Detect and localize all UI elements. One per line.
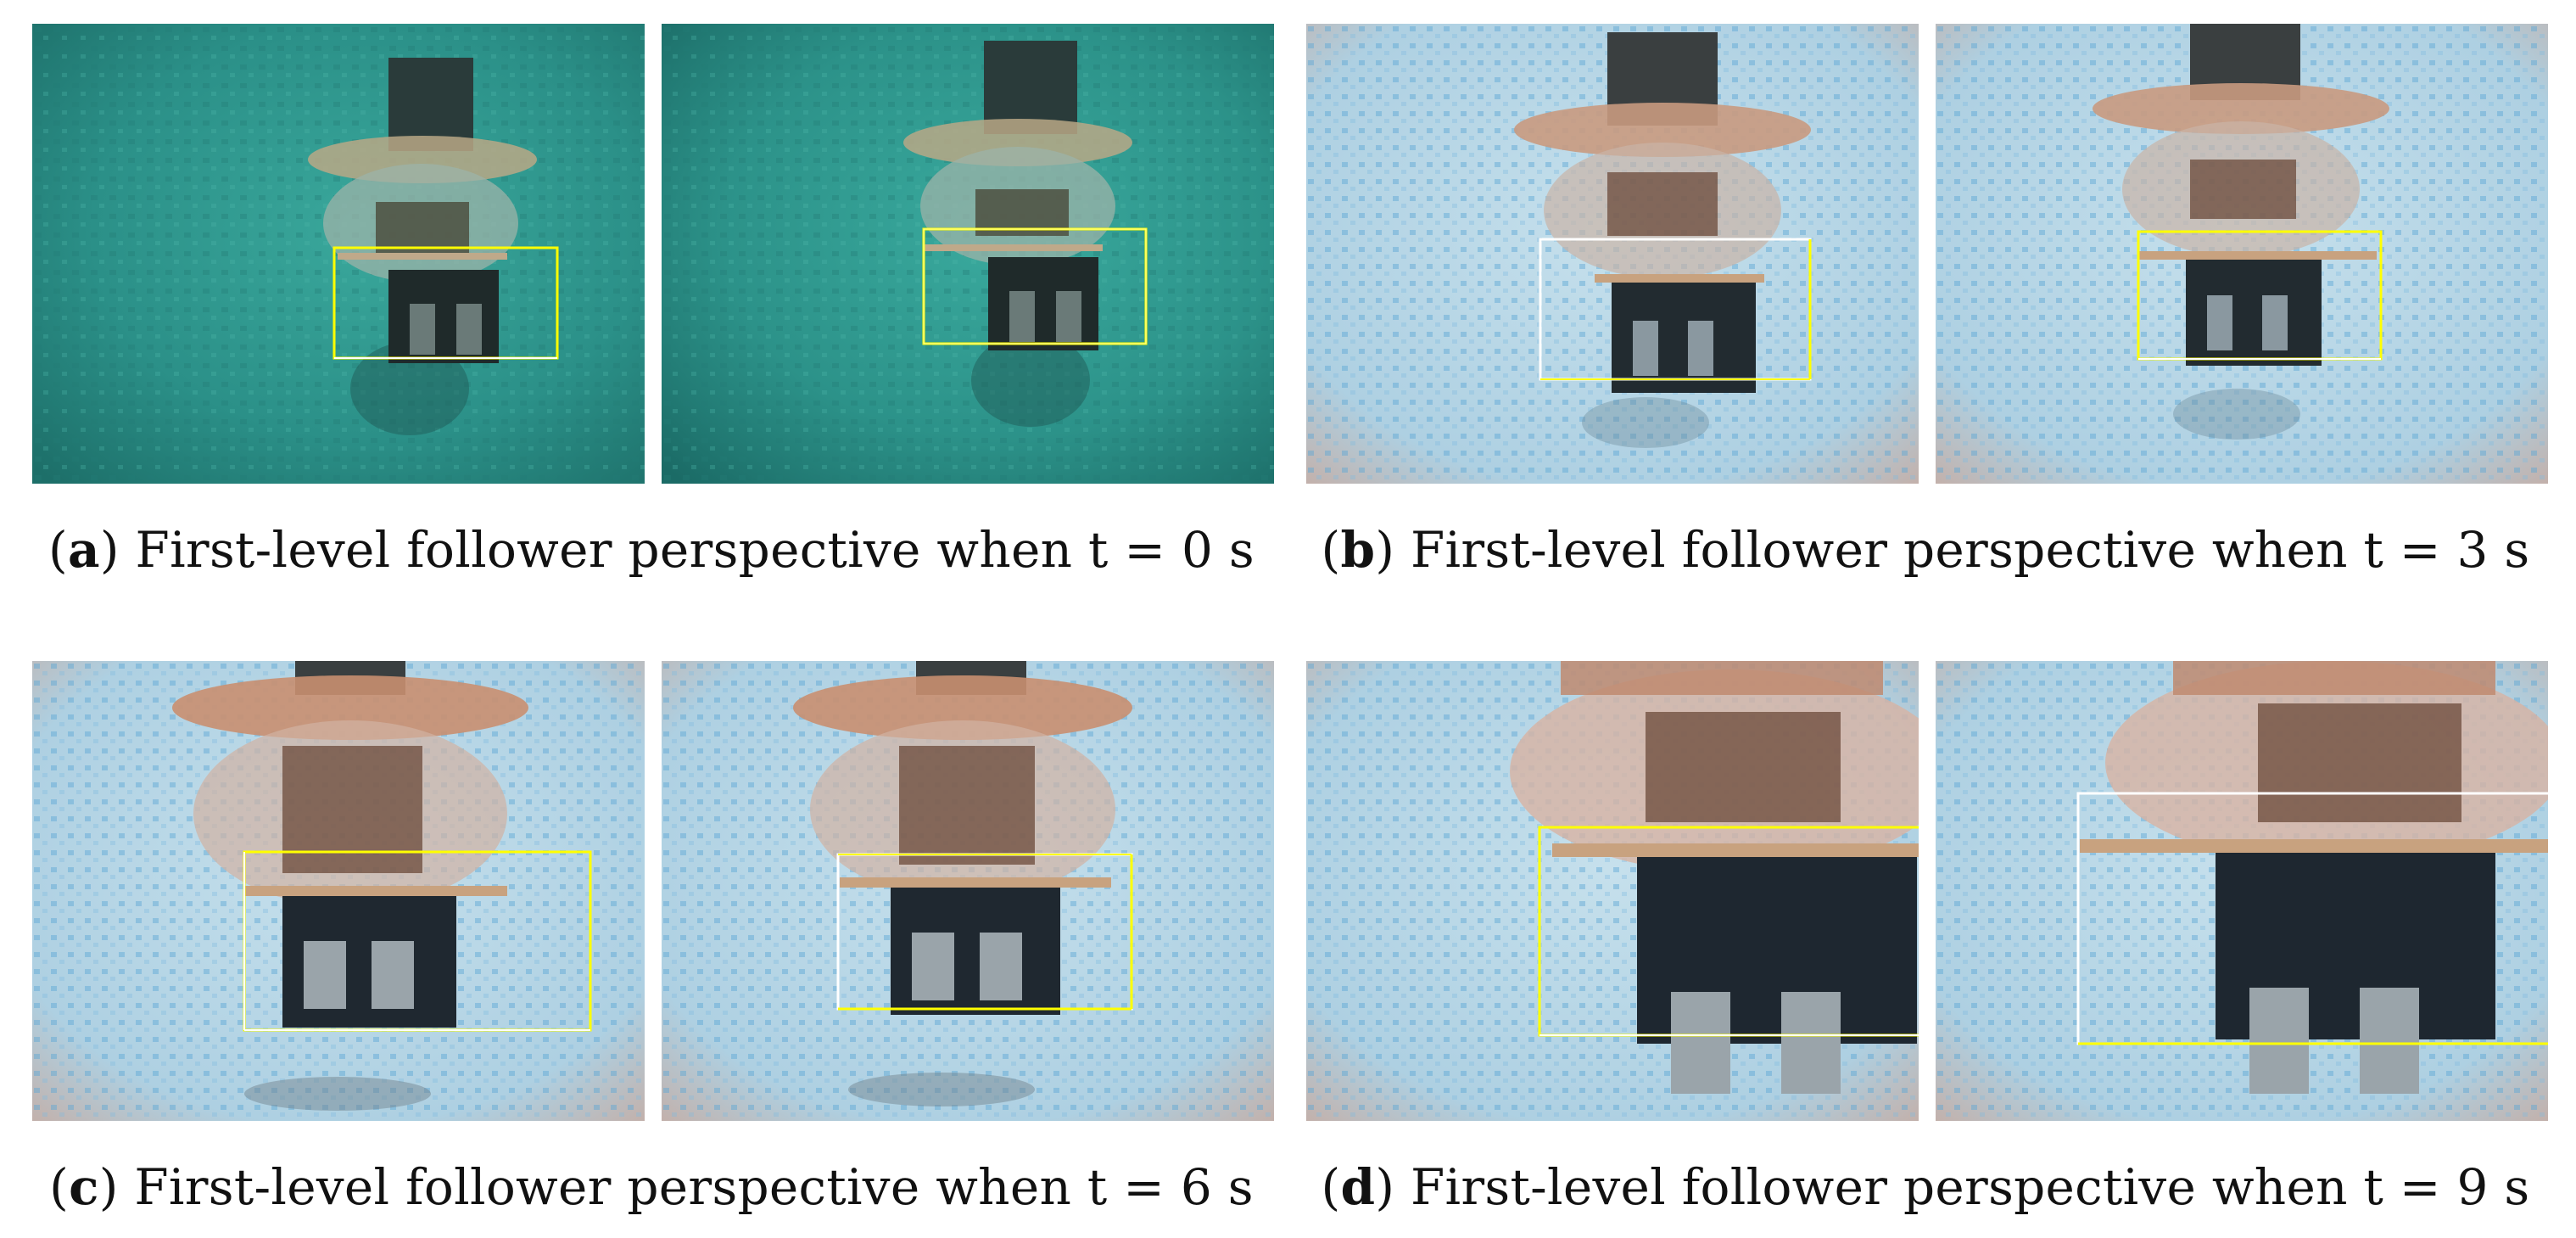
panel-d-caption: (d) First-level follower perspective whe… bbox=[1321, 1158, 2530, 1216]
panel-b: (b) First-level follower perspective whe… bbox=[1306, 24, 2548, 579]
panel-c: (c) First-level follower perspective whe… bbox=[32, 661, 1274, 1216]
panel-d-label: d bbox=[1340, 1158, 1376, 1216]
panel-b-label: b bbox=[1340, 521, 1376, 579]
panel-b-caption: (b) First-level follower perspective whe… bbox=[1321, 521, 2530, 579]
panel-a-right-image bbox=[662, 24, 1274, 484]
panel-b-right-image bbox=[1936, 24, 2548, 484]
panel-c-right-image bbox=[662, 661, 1274, 1121]
panel-c-caption: (c) First-level follower perspective whe… bbox=[49, 1158, 1254, 1216]
panel-b-caption-text: First-level follower perspective when t … bbox=[1411, 521, 2530, 579]
panel-d: (d) First-level follower perspective whe… bbox=[1306, 661, 2548, 1216]
panel-d-right-image bbox=[1936, 661, 2548, 1121]
panel-b-left-image bbox=[1306, 24, 1919, 484]
panel-a-caption: (a) First-level follower perspective whe… bbox=[48, 521, 1254, 579]
panel-d-caption-text: First-level follower perspective when t … bbox=[1411, 1158, 2530, 1216]
panel-a: (a) First-level follower perspective whe… bbox=[32, 24, 1274, 579]
panel-d-left-image bbox=[1306, 661, 1919, 1121]
panel-a-label: a bbox=[67, 521, 100, 579]
panel-c-left-image bbox=[32, 661, 645, 1121]
panel-a-caption-text: First-level follower perspective when t … bbox=[135, 521, 1254, 579]
panel-c-label: c bbox=[69, 1158, 99, 1216]
panel-a-left-image bbox=[32, 24, 645, 484]
panel-c-caption-text: First-level follower perspective when t … bbox=[134, 1158, 1254, 1216]
